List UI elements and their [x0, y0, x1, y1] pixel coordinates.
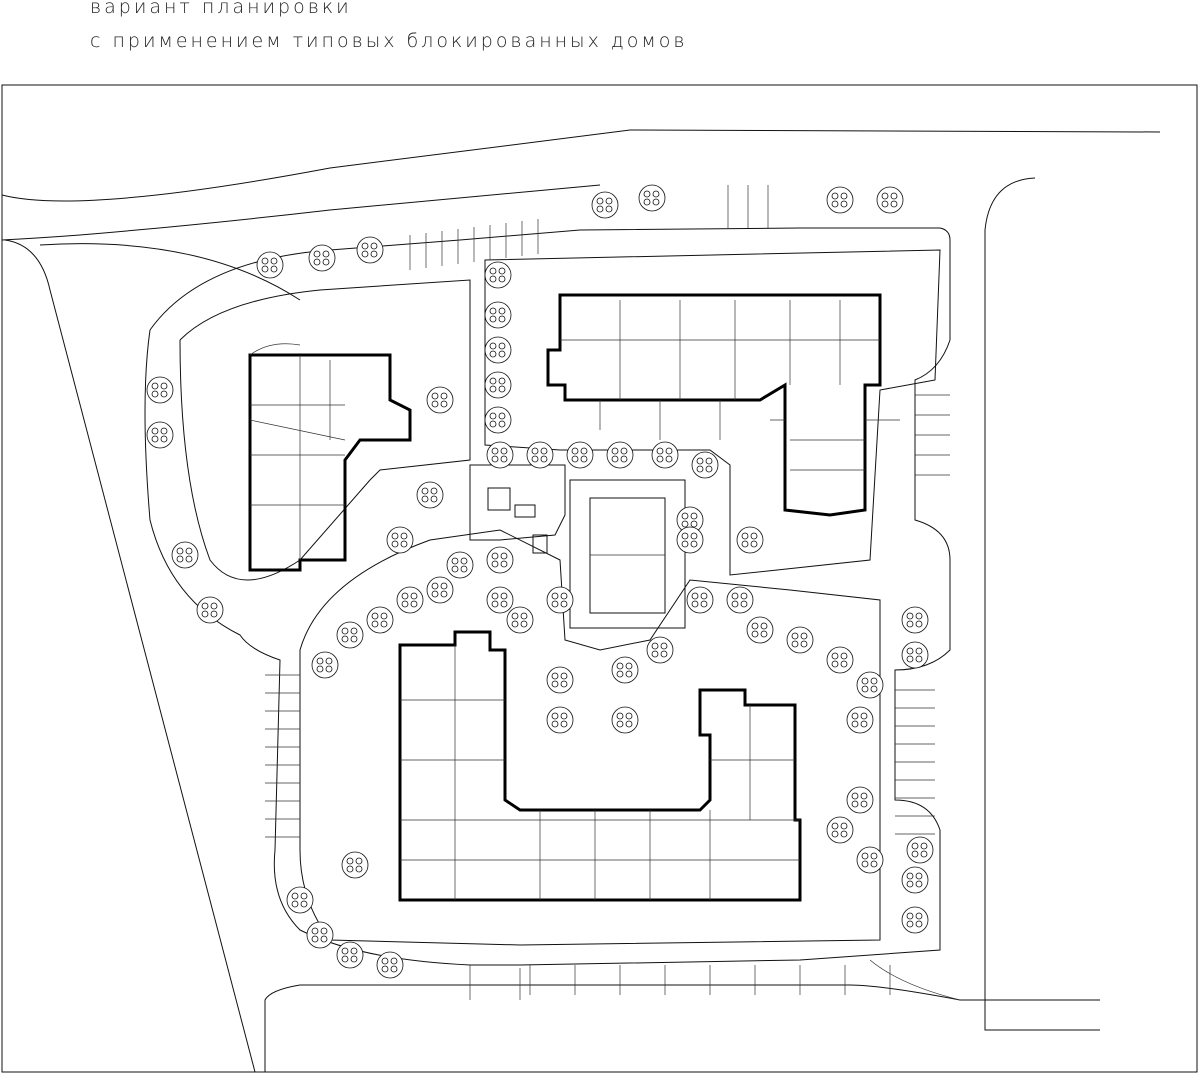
tree-icon [546, 706, 574, 734]
tree-icon [591, 191, 619, 219]
tree-icon [901, 866, 929, 894]
tree-icon [676, 506, 704, 534]
tree-icon [286, 886, 314, 914]
tree-icon [646, 636, 674, 664]
building-northeast [546, 293, 900, 517]
tree-icon [484, 261, 512, 289]
tree-icon [526, 441, 554, 469]
tree-icon [506, 606, 534, 634]
tree-icon [416, 481, 444, 509]
tree-icon [826, 646, 854, 674]
tree-icon [736, 526, 764, 554]
tree-icon [376, 951, 404, 979]
tree-icon [396, 586, 424, 614]
tree-icon [786, 626, 814, 654]
sports-field [569, 479, 686, 629]
trees [146, 184, 934, 979]
tree-icon [311, 651, 339, 679]
tree-icon [546, 586, 574, 614]
tree-icon [901, 606, 929, 634]
tree-icon [906, 836, 934, 864]
tree-icon [746, 616, 774, 644]
tree-icon [366, 606, 394, 634]
tree-icon [486, 546, 514, 574]
tree-icon [484, 406, 512, 434]
tree-icon [484, 371, 512, 399]
tree-icon [726, 586, 754, 614]
tree-icon [484, 301, 512, 329]
tree-icon [426, 576, 454, 604]
tree-icon [846, 786, 874, 814]
tree-icon [336, 621, 364, 649]
tree-icon [446, 551, 474, 579]
tree-icon [341, 851, 369, 879]
tree-icon [146, 421, 174, 449]
tree-icon [256, 251, 284, 279]
tree-icon [691, 451, 719, 479]
plan-title-line-1: вариант планировки [90, 0, 352, 18]
building-south [398, 630, 802, 902]
tree-icon [306, 921, 334, 949]
tree-icon [876, 186, 904, 214]
plan-title-line-2: с применением типовых блокированных домо… [90, 30, 688, 52]
tree-icon [386, 526, 414, 554]
tree-icon [171, 541, 199, 569]
tree-icon [901, 641, 929, 669]
tree-icon [308, 244, 336, 272]
roads [1, 129, 1161, 1073]
tree-icon [546, 666, 574, 694]
tree-icon [611, 656, 639, 684]
tree-icon [484, 336, 512, 364]
tree-icon [566, 441, 594, 469]
tree-icon [826, 816, 854, 844]
tree-icon [196, 596, 224, 624]
tree-icon [856, 846, 884, 874]
tree-icon [638, 184, 666, 212]
tree-icon [901, 906, 929, 934]
tree-icon [856, 671, 884, 699]
parking-stalls [265, 185, 950, 995]
tree-icon [356, 236, 384, 264]
tree-icon [686, 586, 714, 614]
tree-icon [606, 441, 634, 469]
tree-icon [611, 706, 639, 734]
tree-icon [486, 586, 514, 614]
tree-icon [486, 441, 514, 469]
playground [469, 464, 566, 554]
tree-icon [846, 706, 874, 734]
tree-icon [426, 386, 454, 414]
tree-icon [146, 376, 174, 404]
building-northwest [248, 343, 412, 572]
tree-icon [676, 526, 704, 554]
drawing-frame [1, 84, 1198, 1073]
tree-icon [826, 186, 854, 214]
tree-icon [651, 441, 679, 469]
tree-icon [336, 941, 364, 969]
